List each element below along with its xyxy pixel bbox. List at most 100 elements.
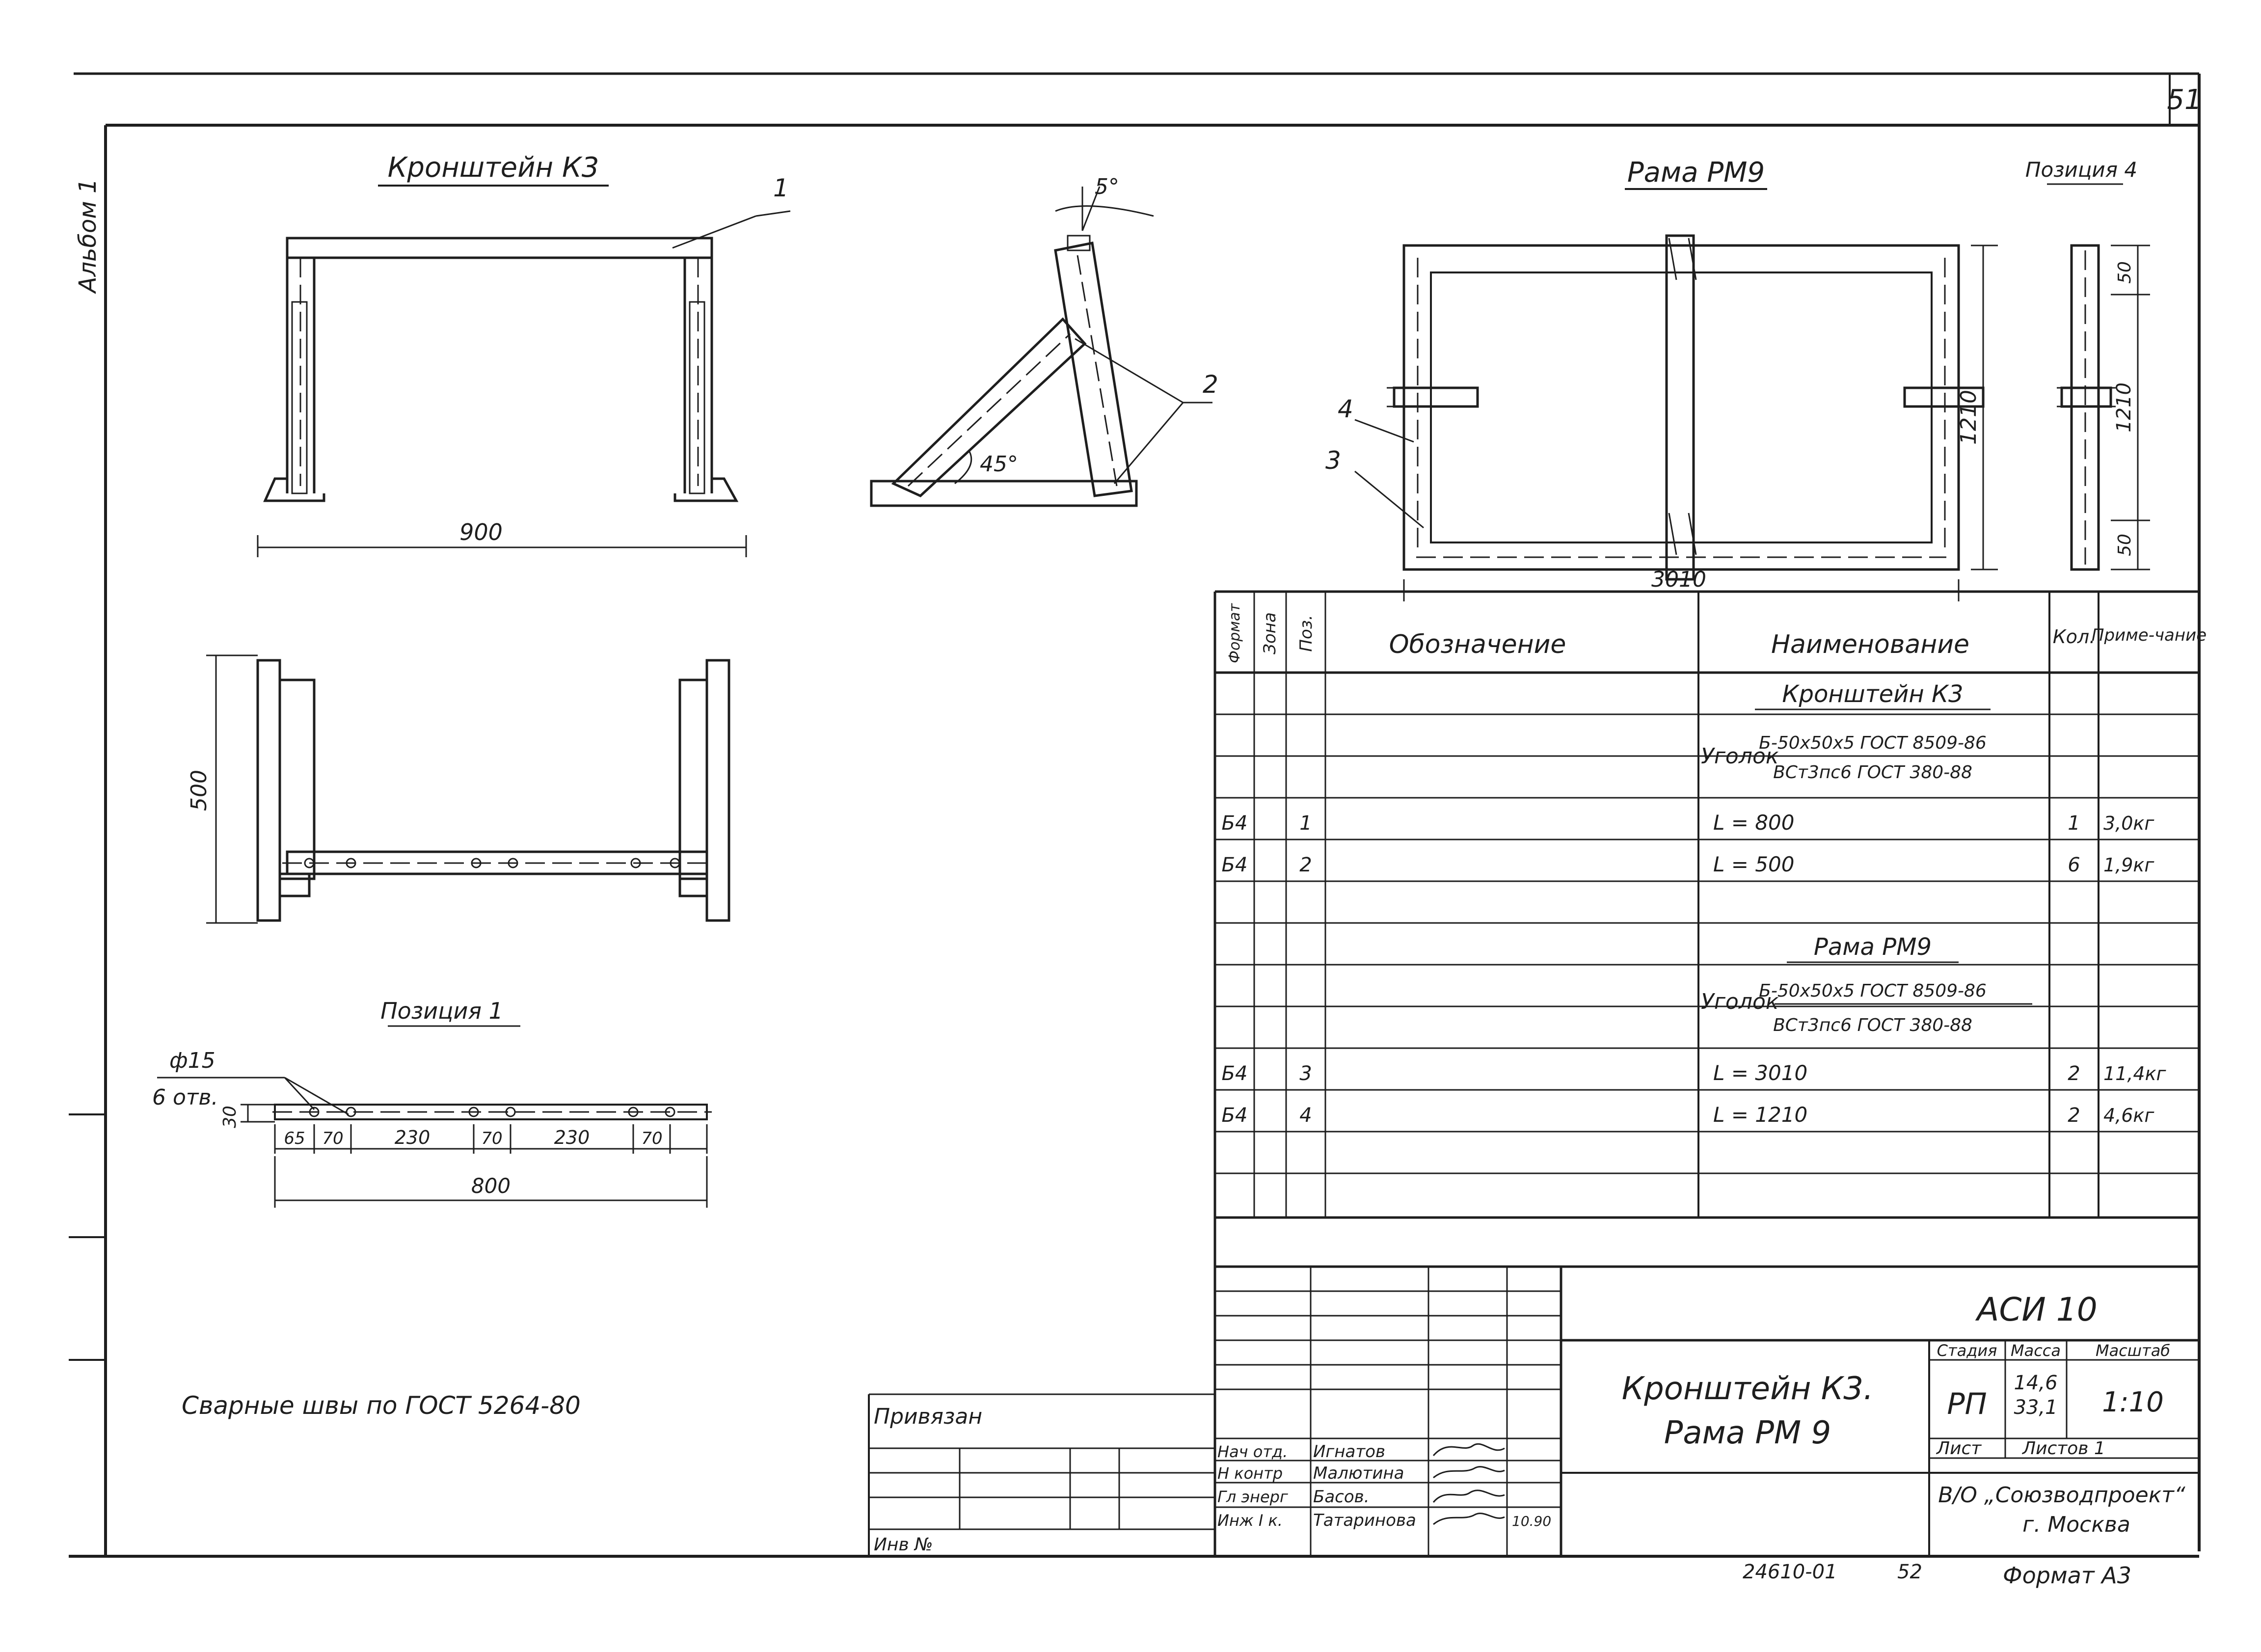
dimension-900: 900 bbox=[257, 519, 747, 557]
org-line1: В/О „Союзводпроект“ bbox=[1938, 1483, 2185, 1508]
name-1: Игнатов bbox=[1313, 1442, 1385, 1462]
angle-5-label: 5° bbox=[1095, 174, 1119, 199]
spec-material2-top: Б-50х50х5 ГОСТ 8509-86 bbox=[1759, 981, 1987, 1001]
row1-qty: 1 bbox=[2068, 812, 2080, 835]
header-zone: Зона bbox=[1260, 612, 1280, 654]
dim-1210-label: 1210 bbox=[1956, 390, 1981, 445]
stamp-date: 10.90 bbox=[1512, 1513, 1551, 1529]
row4-note: 4,6кг bbox=[2103, 1105, 2154, 1126]
row1-format: Б4 bbox=[1222, 812, 1248, 835]
leader-1: 1 bbox=[773, 174, 789, 202]
role-2: Н контр bbox=[1217, 1464, 1283, 1483]
row4-pos: 4 bbox=[1299, 1104, 1312, 1127]
scale-value: 1:10 bbox=[2102, 1386, 2164, 1418]
dim-800-label: 800 bbox=[471, 1174, 511, 1198]
position1-title: Позиция 1 bbox=[380, 998, 503, 1024]
row1-name: L = 800 bbox=[1713, 811, 1794, 835]
name-2: Малютина bbox=[1313, 1463, 1404, 1483]
spec-material2-bottom: ВСт3пс6 ГОСТ 380-88 bbox=[1773, 1015, 1972, 1035]
row4-qty: 2 bbox=[2068, 1104, 2080, 1127]
signatures bbox=[1432, 1443, 1505, 1525]
dim-50a-label: 50 bbox=[2115, 261, 2135, 284]
row2-name: L = 500 bbox=[1713, 852, 1794, 876]
spec-material2-prefix: Уголок bbox=[1701, 989, 1779, 1014]
page-number: 51 bbox=[2167, 84, 2202, 116]
row2-note: 1,9кг bbox=[2103, 854, 2154, 876]
title-block-grid bbox=[868, 1218, 2199, 1556]
stage-label: Стадия bbox=[1937, 1341, 1997, 1360]
spec-material1-top: Б-50х50х5 ГОСТ 8509-86 bbox=[1759, 733, 1987, 753]
dim-70a-label: 70 bbox=[322, 1129, 343, 1148]
leader-3: 3 bbox=[1325, 446, 1341, 475]
dimension-3010: 3010 bbox=[1403, 567, 1960, 601]
position1-view bbox=[272, 1104, 712, 1120]
sheet-label: Лист bbox=[1936, 1438, 1982, 1459]
header-pos: Поз. bbox=[1296, 615, 1316, 651]
role-3: Гл энерг bbox=[1217, 1488, 1288, 1506]
sheet-frame bbox=[69, 72, 2201, 1558]
mass-label: Масса bbox=[2011, 1341, 2061, 1360]
dim-900-label: 900 bbox=[459, 519, 503, 545]
leader-2: 2 bbox=[1203, 370, 1218, 399]
row1-pos: 1 bbox=[1299, 812, 1312, 835]
bracket-side-view bbox=[870, 235, 1138, 507]
frame-title: Рама РМ9 bbox=[1627, 157, 1765, 189]
row4-format: Б4 bbox=[1222, 1104, 1248, 1127]
row3-qty: 2 bbox=[2068, 1062, 2080, 1085]
spec-material1-bottom: ВСт3пс6 ГОСТ 380-88 bbox=[1773, 762, 1972, 783]
row1-note: 3,0кг bbox=[2103, 812, 2154, 834]
row3-format: Б4 bbox=[1222, 1062, 1248, 1085]
mass-value-2: 33,1 bbox=[2014, 1396, 2057, 1419]
stage-value: РП bbox=[1947, 1387, 1987, 1421]
row3-note: 11,4кг bbox=[2103, 1063, 2167, 1084]
spec-material1-prefix: Уголок bbox=[1701, 744, 1779, 769]
specification-table bbox=[1213, 590, 2199, 1219]
weld-note: Сварные швы по ГОСТ 5264-80 bbox=[182, 1391, 581, 1420]
angle-45-annotation: 45° bbox=[954, 451, 1018, 485]
row3-name: L = 3010 bbox=[1713, 1061, 1807, 1085]
spec-section-frame: Рама РМ9 bbox=[1814, 933, 1932, 961]
mass-value-1: 14,6 bbox=[2014, 1372, 2057, 1394]
dim-230b-label: 230 bbox=[554, 1127, 590, 1148]
position4-view bbox=[2057, 244, 2116, 571]
dim-30-label: 30 bbox=[220, 1106, 240, 1128]
bracket-front-view bbox=[263, 237, 739, 502]
doc-title-line2: Рама РМ 9 bbox=[1664, 1415, 1831, 1451]
angle-5-annotation: 5° bbox=[1055, 174, 1154, 231]
role-4: Инж I к. bbox=[1217, 1511, 1283, 1530]
row3-pos: 3 bbox=[1299, 1062, 1312, 1085]
format-label: Формат А3 bbox=[2003, 1562, 2131, 1589]
position4-title: Позиция 4 bbox=[2025, 158, 2137, 182]
header-designation: Обозначение bbox=[1389, 630, 1566, 659]
dim-70b-label: 70 bbox=[481, 1129, 502, 1148]
hole-diameter: ф15 bbox=[169, 1048, 215, 1073]
dim-3010-label: 3010 bbox=[1651, 567, 1706, 592]
leader-4: 4 bbox=[1338, 395, 1353, 423]
doc-code: АСИ 10 bbox=[1975, 1291, 2098, 1328]
header-name: Наименование bbox=[1771, 630, 1969, 659]
org-line2: г. Москва bbox=[2022, 1512, 2130, 1537]
dim-230a-label: 230 bbox=[395, 1127, 431, 1148]
header-note: Приме-чание bbox=[2092, 625, 2207, 645]
row2-format: Б4 bbox=[1222, 854, 1248, 876]
row2-pos: 2 bbox=[1299, 854, 1312, 876]
frame-view bbox=[1387, 234, 1985, 581]
doc-title-line1: Кронштейн К3. bbox=[1622, 1371, 1874, 1407]
header-format: Формат bbox=[1226, 603, 1243, 663]
name-3: Басов. bbox=[1313, 1487, 1370, 1507]
bracket-plan-view bbox=[256, 659, 730, 922]
spec-section-bracket: Кронштейн К3 bbox=[1782, 680, 1963, 708]
position1-dimensions: 30 65 70 230 70 230 70 800 bbox=[220, 1104, 708, 1208]
angle-45-label: 45° bbox=[980, 452, 1018, 477]
row4-name: L = 1210 bbox=[1713, 1103, 1807, 1127]
dim-500-label: 500 bbox=[187, 770, 212, 811]
row2-qty: 6 bbox=[2068, 854, 2080, 876]
archive-number: 24610-01 bbox=[1743, 1561, 1837, 1583]
dimension-1210: 1210 bbox=[1956, 244, 1998, 570]
position4-dimensions: 50 1210 50 bbox=[2111, 244, 2150, 570]
name-4: Татаринова bbox=[1313, 1511, 1416, 1530]
scale-label: Масштаб bbox=[2096, 1341, 2170, 1360]
header-qty: Кол. bbox=[2053, 626, 2096, 648]
dim-65-label: 65 bbox=[284, 1129, 305, 1148]
